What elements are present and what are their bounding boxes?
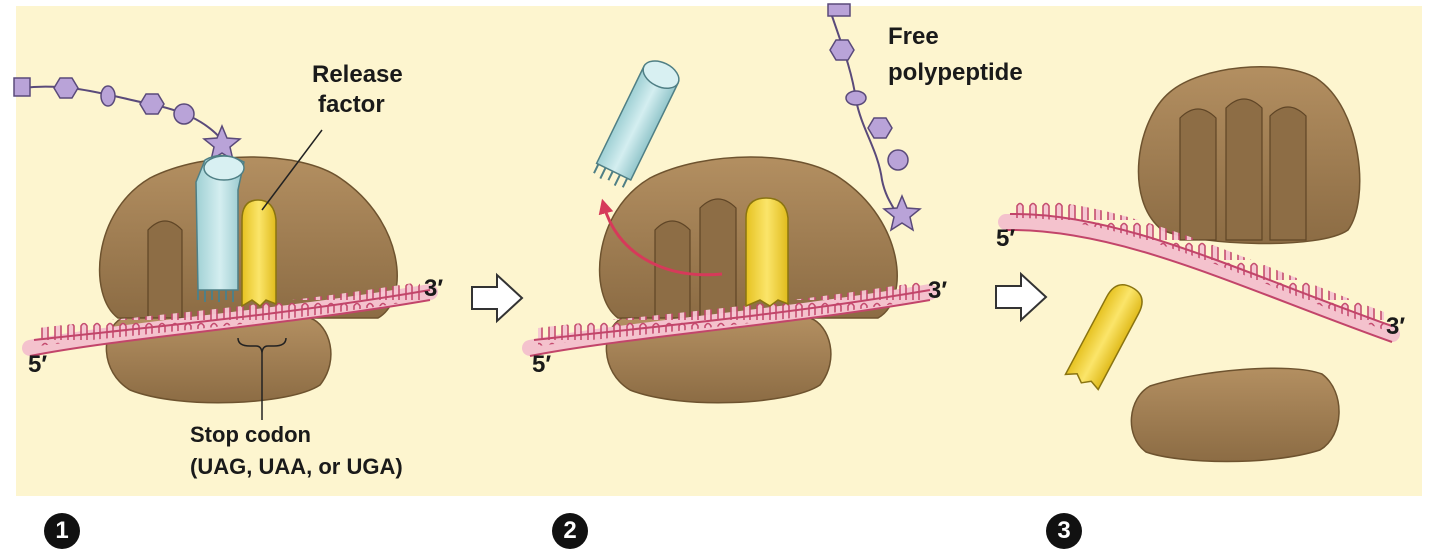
free-polypeptide-label-line1: Free [888, 23, 939, 50]
subunit-groove-3b [1225, 98, 1263, 241]
three-prime-label-2: 3′ [928, 277, 947, 304]
release-factor-1 [241, 199, 277, 308]
step-arrow-2 [995, 271, 1048, 323]
step-arrow-1 [471, 272, 524, 324]
step-2-group: Free polypeptide 5′ 3′ [522, 3, 1023, 404]
departing-trna [593, 60, 680, 188]
mrna-2 [522, 282, 938, 357]
five-prime-label-1: 5′ [28, 351, 47, 378]
p-site-groove-1 [147, 220, 183, 319]
free-polypeptide [827, 3, 922, 232]
stop-codon-label-line2: (UAG, UAA, or UGA) [190, 454, 403, 479]
five-prime-label-3: 5′ [996, 225, 1015, 252]
mrna-1 [22, 282, 438, 357]
small-subunit-1 [105, 317, 332, 404]
step-number-1: 1 [44, 513, 80, 549]
trna-exit-arrow [598, 198, 723, 277]
step-number-3: 3 [1046, 513, 1082, 549]
three-prime-label-1: 3′ [424, 275, 443, 302]
free-polypeptide-label-line2: polypeptide [888, 59, 1023, 86]
subunit-groove-3c [1269, 106, 1307, 241]
step-number-2: 2 [552, 513, 588, 549]
step-1-group: Release factor Stop codon (UAG, UAA, or … [13, 61, 443, 479]
three-prime-label-3: 3′ [1386, 313, 1405, 340]
release-factor-3 [1064, 284, 1143, 391]
release-factor-pointer [261, 129, 323, 211]
mrna-3 [998, 199, 1400, 343]
step-3-group: 5′ 3′ [996, 66, 1405, 463]
small-subunit-2 [605, 317, 832, 404]
release-factor-label-line1: Release [312, 61, 403, 88]
p-site-groove-2b [699, 198, 737, 319]
release-factor-2 [745, 197, 789, 308]
stop-codon-label-line1: Stop codon [190, 422, 311, 447]
five-prime-label-2: 5′ [532, 351, 551, 378]
subunit-groove-3a [1179, 108, 1217, 241]
small-subunit-3 [1130, 367, 1340, 463]
release-factor-label-line2: factor [318, 91, 385, 118]
trna-1 [195, 154, 245, 302]
polypeptide-chain-1 [13, 77, 242, 162]
